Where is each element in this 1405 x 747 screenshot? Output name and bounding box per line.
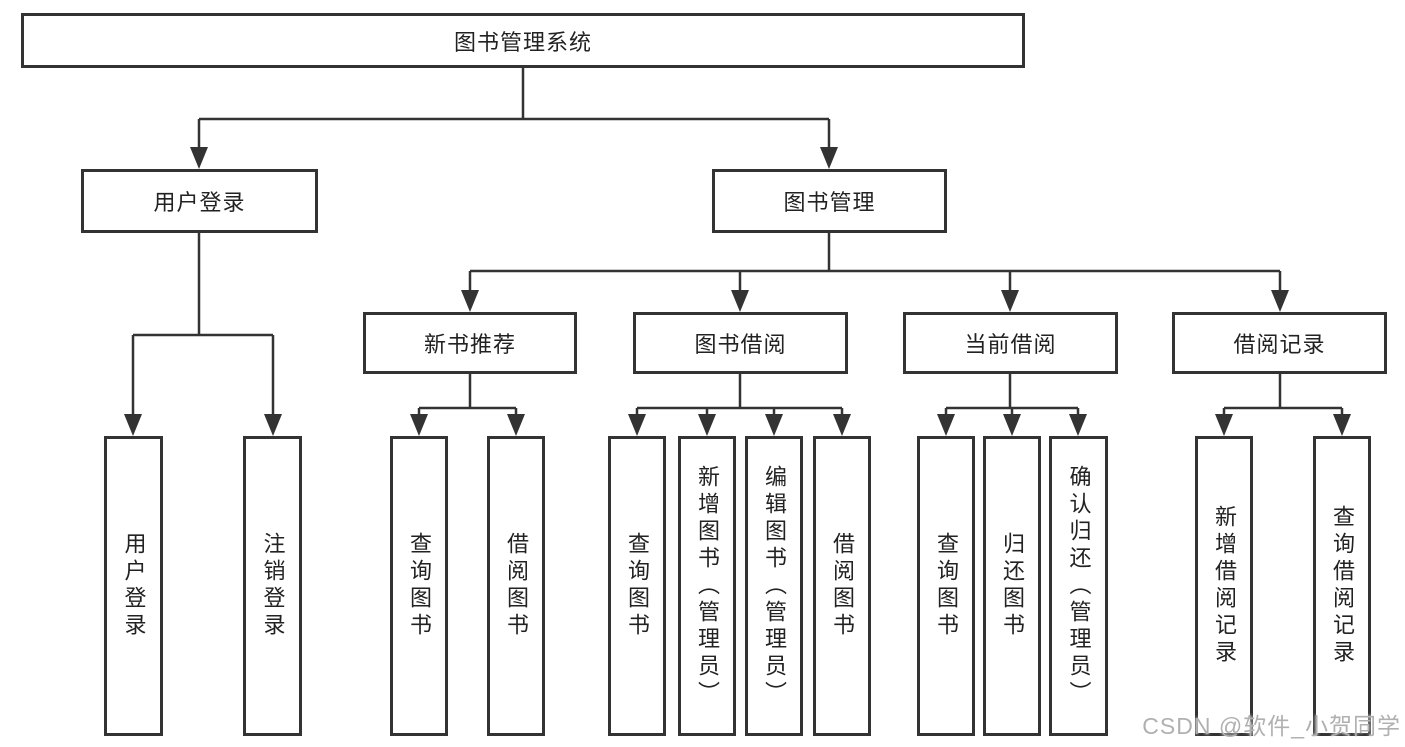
leaf-add-book-admin: 新增图书（管理员）	[678, 436, 736, 736]
leaf-return-book: 归还图书	[983, 436, 1041, 736]
node-label: 用户登录	[121, 532, 147, 640]
leaf-add-borrow-record: 新增借阅记录	[1195, 436, 1253, 736]
node-label: 查询图书	[625, 532, 650, 640]
arrowhead-icon	[1069, 414, 1087, 436]
leaf-edit-book-admin: 编辑图书（管理员）	[745, 436, 803, 736]
node-book-borrowing: 图书借阅	[633, 312, 848, 374]
arrowhead-icon	[1001, 290, 1019, 312]
leaf-query-books-current: 查询图书	[917, 436, 975, 736]
node-current-borrowing: 当前借阅	[903, 312, 1118, 374]
node-label: 查询图书	[934, 532, 959, 640]
node-label: 当前借阅	[964, 332, 1057, 357]
arrowhead-icon	[124, 414, 142, 436]
arrowhead-icon	[1003, 414, 1021, 436]
arrowhead-icon	[1333, 414, 1351, 436]
node-label: 查询借阅记录	[1330, 505, 1355, 667]
node-user-login: 用户登录	[81, 169, 318, 233]
node-root: 图书管理系统	[21, 13, 1025, 68]
arrowhead-icon	[833, 414, 851, 436]
leaf-borrow-books: 借阅图书	[813, 436, 871, 736]
node-label: 新增借阅记录	[1212, 505, 1237, 667]
node-label: 借阅图书	[830, 532, 855, 640]
leaf-borrow-books-recommend: 借阅图书	[487, 436, 545, 736]
node-label: 图书借阅	[694, 332, 787, 357]
leaf-query-books-borrow: 查询图书	[608, 436, 666, 736]
node-label: 图书管理	[783, 190, 876, 215]
watermark: CSDN @软件_小贺同学	[1142, 713, 1401, 739]
node-new-book-recommend: 新书推荐	[363, 312, 577, 374]
arrowhead-icon	[628, 414, 646, 436]
leaf-query-books-recommend: 查询图书	[390, 436, 448, 736]
node-label: 新增图书（管理员）	[695, 464, 720, 708]
node-label: 图书管理系统	[453, 29, 592, 55]
node-book-management: 图书管理	[712, 169, 947, 233]
arrowhead-icon	[461, 290, 479, 312]
leaf-confirm-return-admin: 确认归还（管理员）	[1049, 436, 1108, 736]
arrowhead-icon	[937, 414, 955, 436]
arrowhead-icon	[190, 147, 208, 169]
node-borrowing-records: 借阅记录	[1172, 312, 1387, 374]
leaf-query-borrow-record: 查询借阅记录	[1313, 436, 1371, 736]
node-label: 归还图书	[1000, 532, 1025, 640]
arrowhead-icon	[507, 414, 525, 436]
node-label: 编辑图书（管理员）	[762, 464, 787, 708]
leaf-user-login: 用户登录	[104, 436, 163, 736]
arrowhead-icon	[820, 147, 838, 169]
node-label: 借阅记录	[1233, 332, 1326, 357]
node-label: 确认归还（管理员）	[1066, 464, 1092, 708]
node-label: 查询图书	[407, 532, 432, 640]
node-label: 注销登录	[260, 532, 286, 640]
node-label: 借阅图书	[504, 532, 529, 640]
arrowhead-icon	[1271, 290, 1289, 312]
arrowhead-icon	[698, 414, 716, 436]
arrowhead-icon	[1215, 414, 1233, 436]
arrowhead-icon	[765, 414, 783, 436]
arrowhead-icon	[410, 414, 428, 436]
arrowhead-icon	[264, 414, 282, 436]
arrowhead-icon	[731, 290, 749, 312]
leaf-logout: 注销登录	[243, 436, 302, 736]
node-label: 用户登录	[153, 190, 246, 215]
node-label: 新书推荐	[423, 332, 516, 357]
